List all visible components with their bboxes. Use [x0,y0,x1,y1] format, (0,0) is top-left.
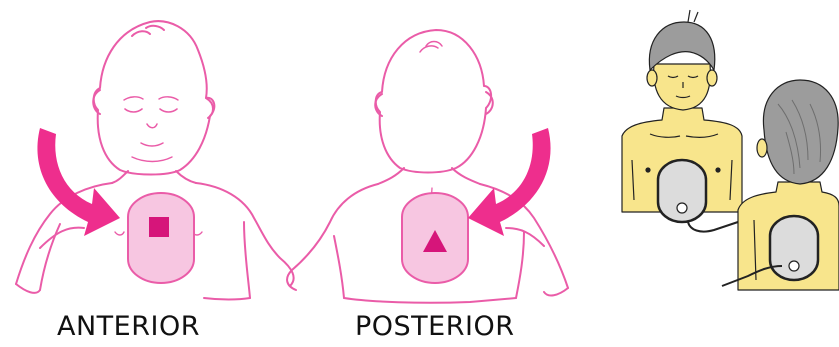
posterior-pad [402,193,468,283]
anterior-mouth [141,143,163,146]
anterior-nose [147,124,157,128]
anterior-caption: ANTERIOR [57,311,200,342]
square-marker-icon [149,217,169,237]
posterior-hair-swirl [420,42,442,53]
anterior-pad [128,193,194,283]
anterior-right-ear [206,98,213,118]
anterior-curved-arrow-icon [37,128,120,236]
child-front-cable [688,220,744,232]
posterior-curved-arrow-icon [468,128,551,236]
posterior-caption: POSTERIOR [355,311,514,342]
anterior-right-eye [160,109,177,112]
anterior-left-eye [125,109,142,112]
anterior-head [94,21,215,174]
child-front-head [654,64,711,110]
child-front-hair [649,22,714,70]
child-back-head [763,80,838,184]
posterior-head [376,30,491,173]
